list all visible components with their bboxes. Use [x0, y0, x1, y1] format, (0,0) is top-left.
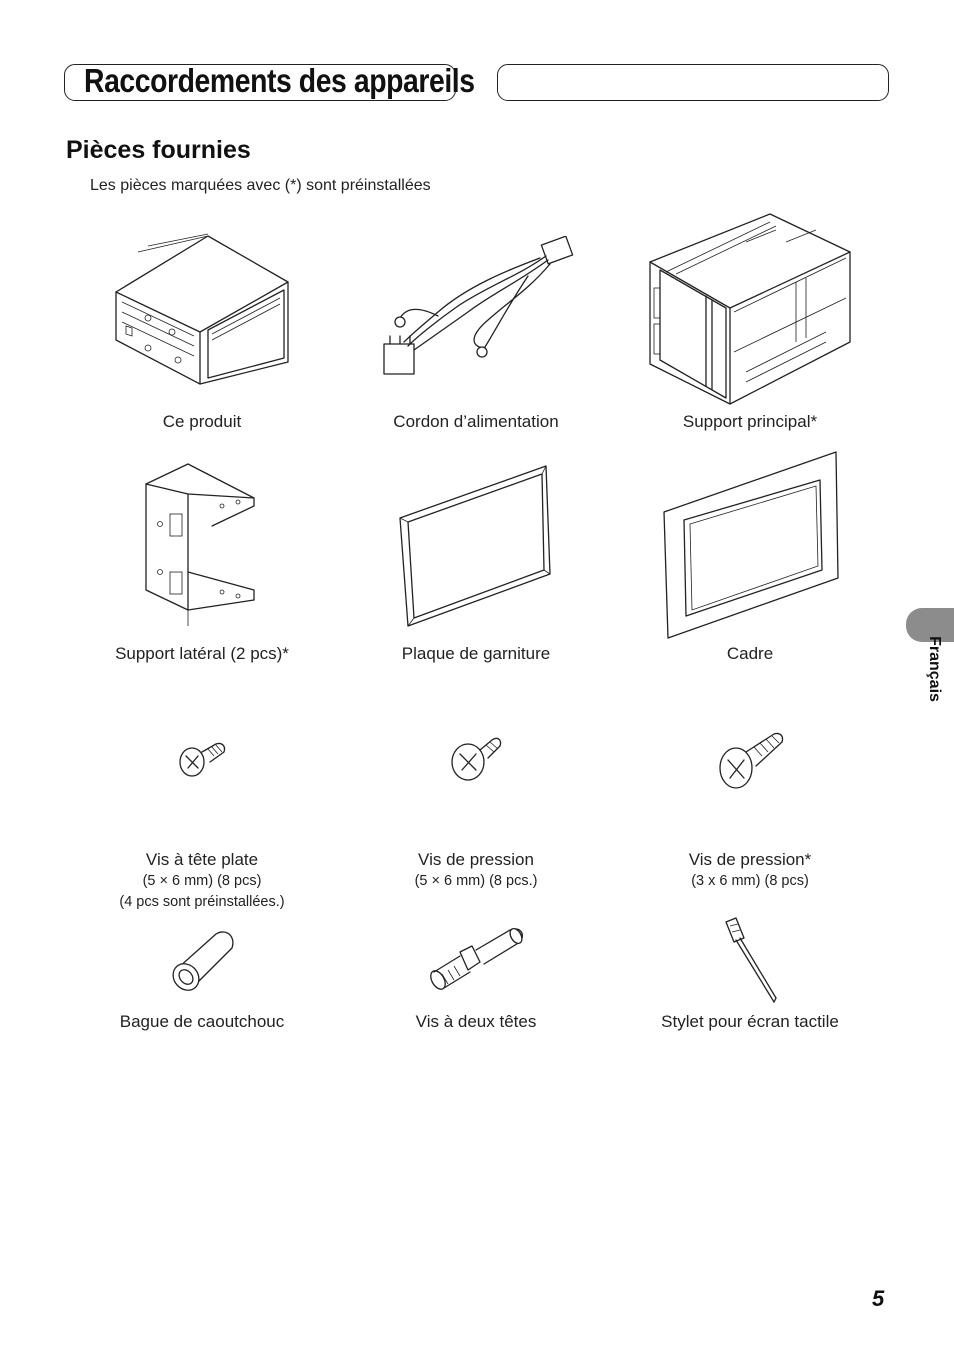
page-number: 5 — [872, 1286, 885, 1311]
frame-icon — [663, 451, 839, 639]
item-dimensions: (5 × 6 mm) (8 pcs.) — [414, 873, 538, 889]
item-note: (4 pcs sont préinstallées.) — [119, 894, 285, 910]
item-pressure-screw-small: Vis de pression* (3 x 6 mm) (8 pcs) — [620, 849, 880, 892]
stylus-icon — [725, 917, 777, 1003]
item-double-head-bolt: Vis à deux têtes — [346, 1011, 606, 1033]
item-rubber-bush: Bague de caoutchouc — [72, 1011, 332, 1033]
double-head-bolt-icon — [430, 927, 524, 990]
item-label: Cordon d’alimentation — [393, 412, 559, 431]
item-label: Vis de pression* — [688, 850, 812, 869]
item-pressure-screw: Vis de pression (5 × 6 mm) (8 pcs.) — [346, 849, 606, 892]
section-title: Pièces fournies — [66, 136, 251, 164]
header-empty-frame — [497, 64, 889, 101]
rubber-bush-icon — [172, 931, 234, 991]
item-label: Ce produit — [162, 412, 242, 431]
language-tab — [906, 608, 954, 642]
pressure-screw-icon — [451, 737, 502, 781]
item-wiring-harness: Cordon d’alimentation — [346, 411, 606, 433]
trim-plate-icon — [399, 465, 551, 627]
item-mounting-sleeve: Support principal* — [620, 411, 880, 433]
item-side-bracket: Support latéral (2 pcs)* — [72, 643, 332, 665]
wiring-harness-icon — [383, 236, 574, 375]
item-frame: Cadre — [620, 643, 880, 665]
item-label: Bague de caoutchouc — [119, 1012, 285, 1031]
item-dimensions: (5 × 6 mm) (8 pcs) — [142, 873, 262, 889]
language-label: Français — [926, 636, 943, 702]
item-label: Vis à deux têtes — [415, 1012, 537, 1031]
item-label: Support principal* — [682, 412, 818, 431]
page-title: Raccordements des appareils — [84, 62, 475, 99]
item-stylus: Stylet pour écran tactile — [620, 1011, 880, 1033]
item-dimensions: (3 x 6 mm) (8 pcs) — [691, 873, 809, 889]
item-head-unit: Ce produit — [72, 411, 332, 433]
item-label: Stylet pour écran tactile — [661, 1012, 839, 1031]
flat-head-screw-icon — [179, 742, 226, 777]
item-label: Support latéral (2 pcs)* — [115, 644, 289, 663]
header-title-frame — [64, 64, 456, 101]
item-label: Vis à tête plate — [145, 850, 259, 869]
head-unit-icon — [115, 233, 289, 385]
side-bracket-icon — [145, 463, 255, 626]
item-trim-plate: Plaque de garniture — [346, 643, 606, 665]
section-note: Les pièces marquées avec (*) sont préins… — [90, 177, 431, 194]
item-label: Vis de pression — [418, 850, 534, 869]
mounting-sleeve-icon — [649, 213, 851, 405]
item-label: Plaque de garniture — [401, 644, 551, 663]
item-label: Cadre — [726, 644, 774, 663]
pressure-screw-small-icon — [719, 732, 784, 789]
item-flat-head-screw: Vis à tête plate (5 × 6 mm) (8 pcs) (4 p… — [72, 849, 332, 913]
